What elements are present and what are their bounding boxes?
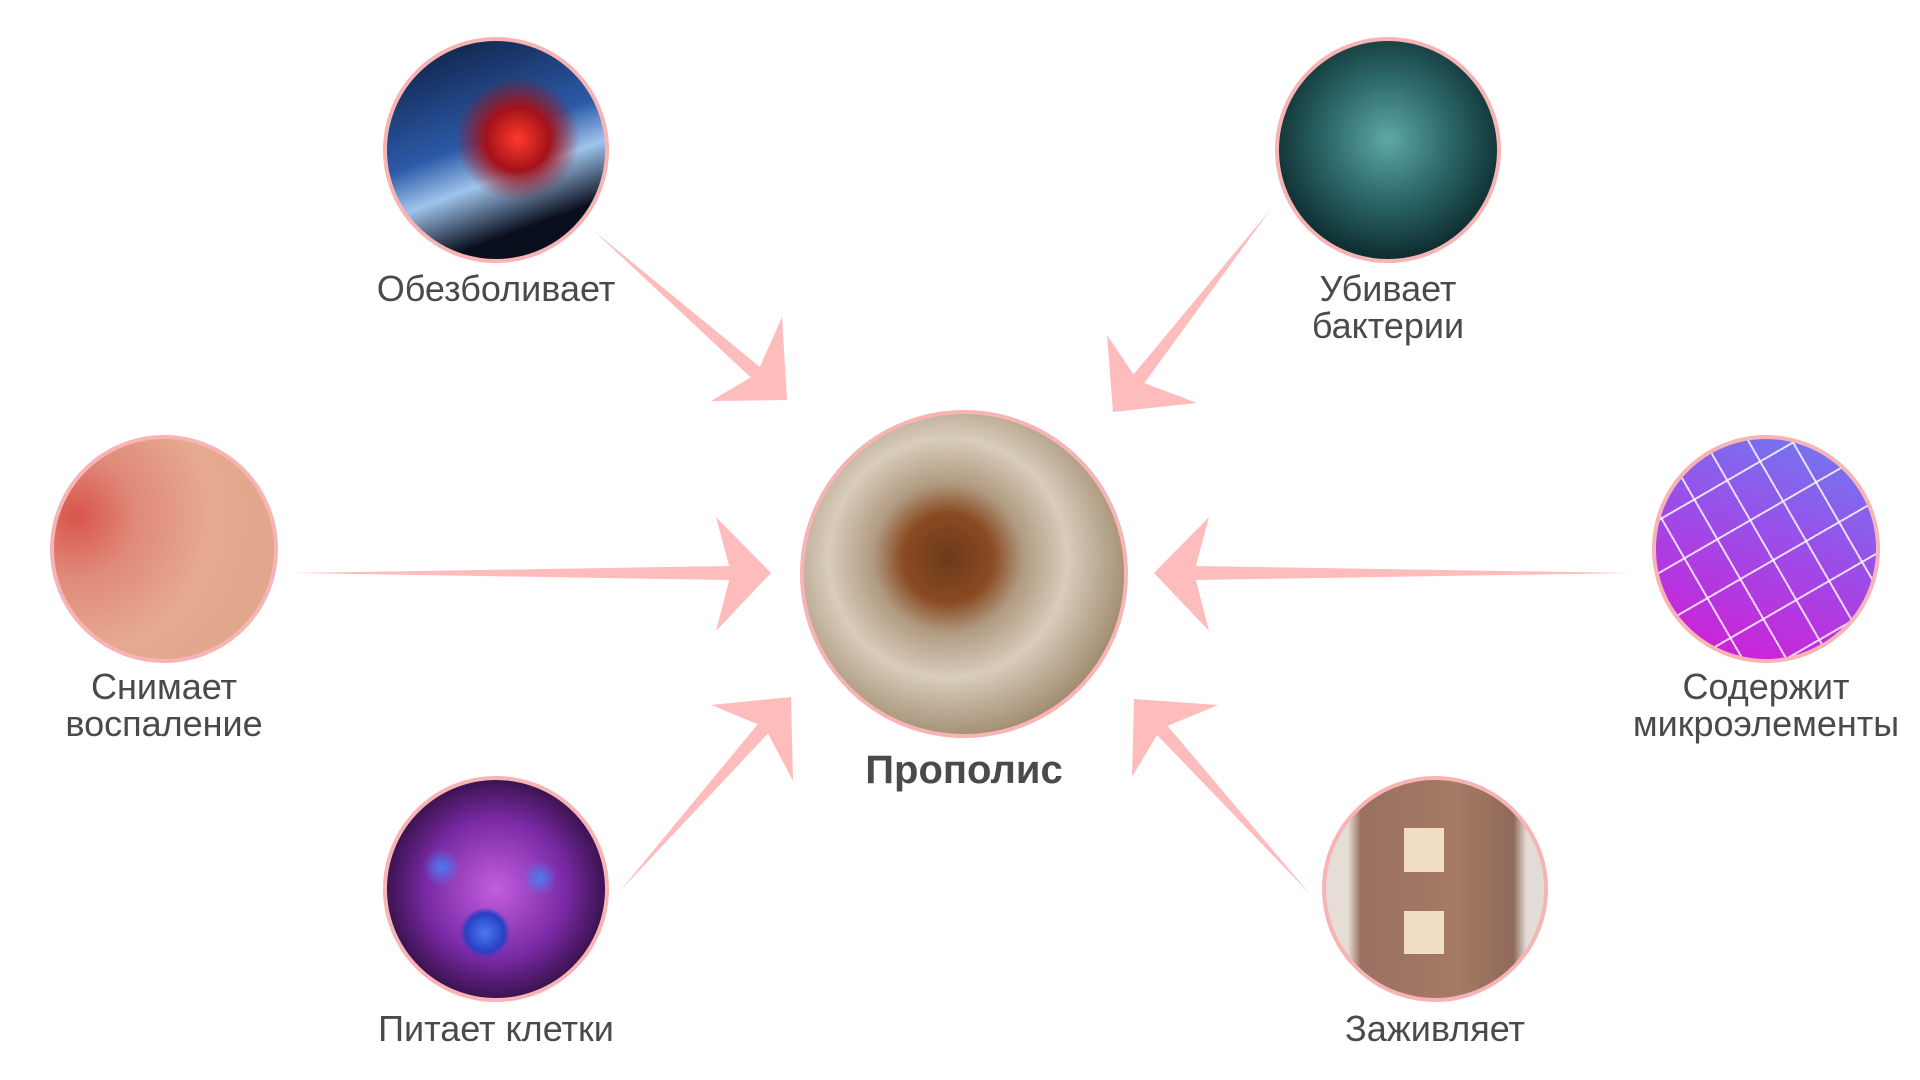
arrow-healing-head [1132, 699, 1218, 777]
label-line: Обезболивает [376, 268, 616, 309]
healing-label: Заживляет [1345, 1010, 1525, 1047]
inflammation-image [50, 435, 278, 663]
cells-label: Питает клетки [378, 1010, 614, 1047]
pain-relief-label: Обезболивает [377, 270, 616, 307]
arrow-inflammation-head [716, 517, 771, 631]
arrow-healing-shaft [1155, 724, 1310, 894]
arrow-microelements-shaft [1194, 566, 1630, 580]
microelements-image [1652, 435, 1880, 663]
arrow-bacteria-head [1107, 335, 1197, 412]
arrow-inflammation-shaft [293, 566, 731, 580]
arrow-microelements-head [1154, 517, 1209, 631]
label-line: Убивает [1319, 268, 1457, 309]
pain-relief-image [383, 37, 609, 263]
label-line: Содержит [1682, 666, 1850, 707]
arrow-bacteria-shaft [1132, 209, 1271, 385]
arrow-cells-head [711, 697, 793, 781]
center-label: Прополис [865, 748, 1063, 792]
label-line: Снимает [90, 666, 238, 707]
label-line: микроэлементы [1632, 703, 1900, 744]
label-line: воспаление [65, 703, 263, 744]
label-line: Заживляет [1344, 1008, 1526, 1049]
arrow-cells-shaft [619, 722, 770, 892]
cells-image [383, 776, 609, 1002]
bacteria-image [1275, 37, 1501, 263]
healing-image [1322, 776, 1548, 1002]
arrow-pain-head [711, 317, 787, 401]
arrow-pain-shaft [594, 231, 762, 379]
propolis-image [800, 410, 1128, 738]
label-line: Питает клетки [378, 1008, 614, 1049]
label-line: бактерии [1311, 305, 1465, 346]
